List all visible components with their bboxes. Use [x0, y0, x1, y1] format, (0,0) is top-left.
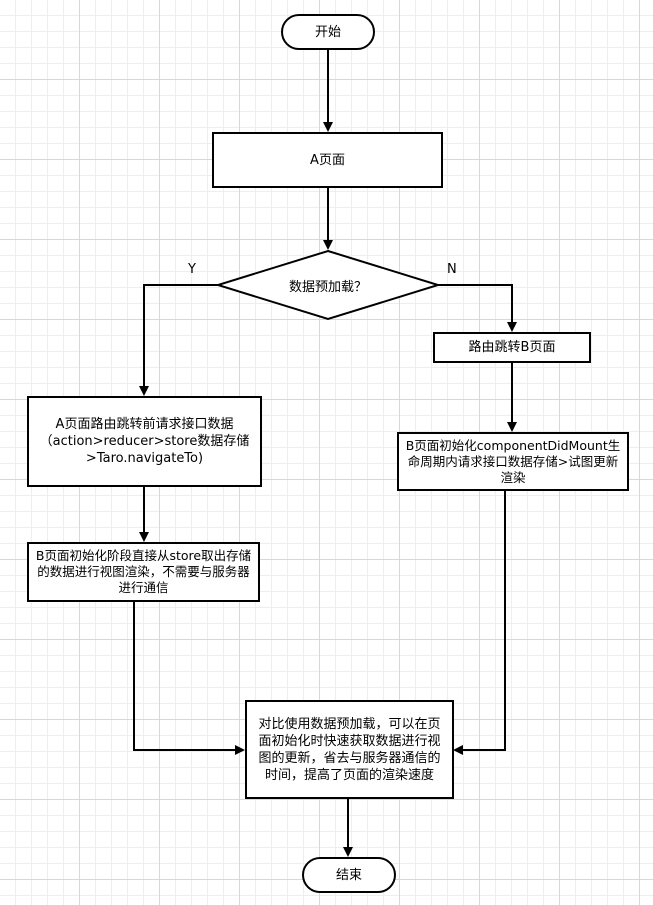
page-a-label: A页面 — [310, 152, 345, 168]
edge-decision-no — [438, 284, 517, 332]
compare-node: 对比使用数据预加载，可以在页面初始化时快速获取数据进行视图的更新，省去与服务器通… — [245, 700, 454, 799]
end-label: 结束 — [335, 867, 362, 883]
edge-decision-yes — [139, 284, 218, 396]
left-request-label: A页面路由跳转前请求接口数据（action>reducer>store数据存储>… — [39, 417, 250, 466]
left-init-label: B页面初始化阶段直接从store取出存储的数据进行视图渲染，不需要与服务器进行通… — [35, 548, 252, 595]
decision-diamond — [214, 249, 442, 321]
right-init-label: B页面初始化componentDidMount生命周期内请求接口数据存储>试图更… — [405, 437, 621, 485]
route-b-label: 路由跳转B页面 — [468, 340, 556, 355]
left-init-node: B页面初始化阶段直接从store取出存储的数据进行视图渲染，不需要与服务器进行通… — [27, 542, 260, 602]
no-label: N — [447, 262, 457, 277]
route-b-node: 路由跳转B页面 — [433, 332, 591, 363]
edge-left-init-to-compare — [133, 601, 245, 755]
start-node: 开始 — [281, 14, 375, 50]
page-a-node: A页面 — [212, 132, 443, 188]
decision-label: 数据预加载？ — [288, 280, 367, 295]
right-init-node: B页面初始化componentDidMount生命周期内请求接口数据存储>试图更… — [397, 432, 629, 491]
start-label: 开始 — [314, 24, 341, 40]
edge-right-init-to-compare — [453, 490, 506, 755]
yes-label: Y — [188, 262, 196, 277]
end-node: 结束 — [302, 857, 396, 893]
compare-label: 对比使用数据预加载，可以在页面初始化时快速获取数据进行视图的更新，省去与服务器通… — [258, 716, 441, 783]
decision-label-wrap: 数据预加载？ — [258, 276, 398, 295]
left-request-node: A页面路由跳转前请求接口数据（action>reducer>store数据存储>… — [27, 396, 262, 487]
